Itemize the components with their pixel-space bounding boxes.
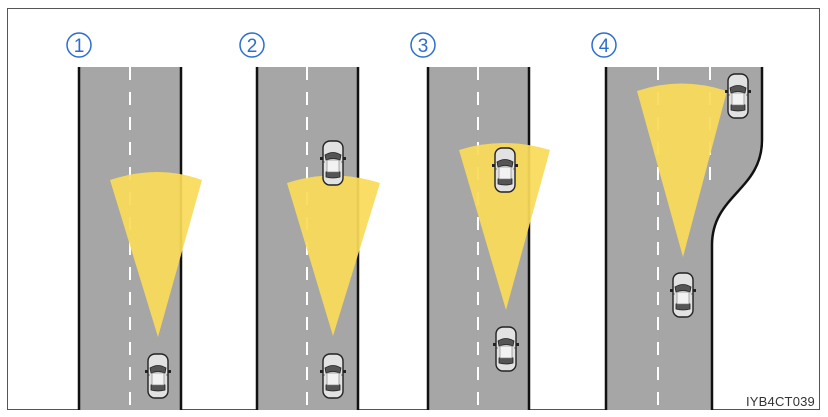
panel-1: 1 — [67, 33, 202, 410]
panel-number: 1 — [74, 36, 85, 57]
panel-number: 4 — [599, 36, 610, 57]
own-vehicle — [493, 327, 519, 371]
own-vehicle — [320, 354, 346, 398]
own-vehicle — [145, 354, 171, 398]
image-code: IYB4CT039 — [746, 394, 815, 409]
preceding-vehicle — [320, 141, 346, 185]
panel-4: 4 — [592, 33, 762, 410]
panel-2: 2 — [240, 33, 380, 410]
panel-3: 3 — [411, 33, 550, 410]
panel-number: 3 — [418, 36, 429, 57]
preceding-vehicle — [492, 148, 518, 192]
adjacent-vehicle — [725, 74, 751, 118]
panel-number: 2 — [247, 36, 258, 57]
own-vehicle — [670, 273, 696, 317]
